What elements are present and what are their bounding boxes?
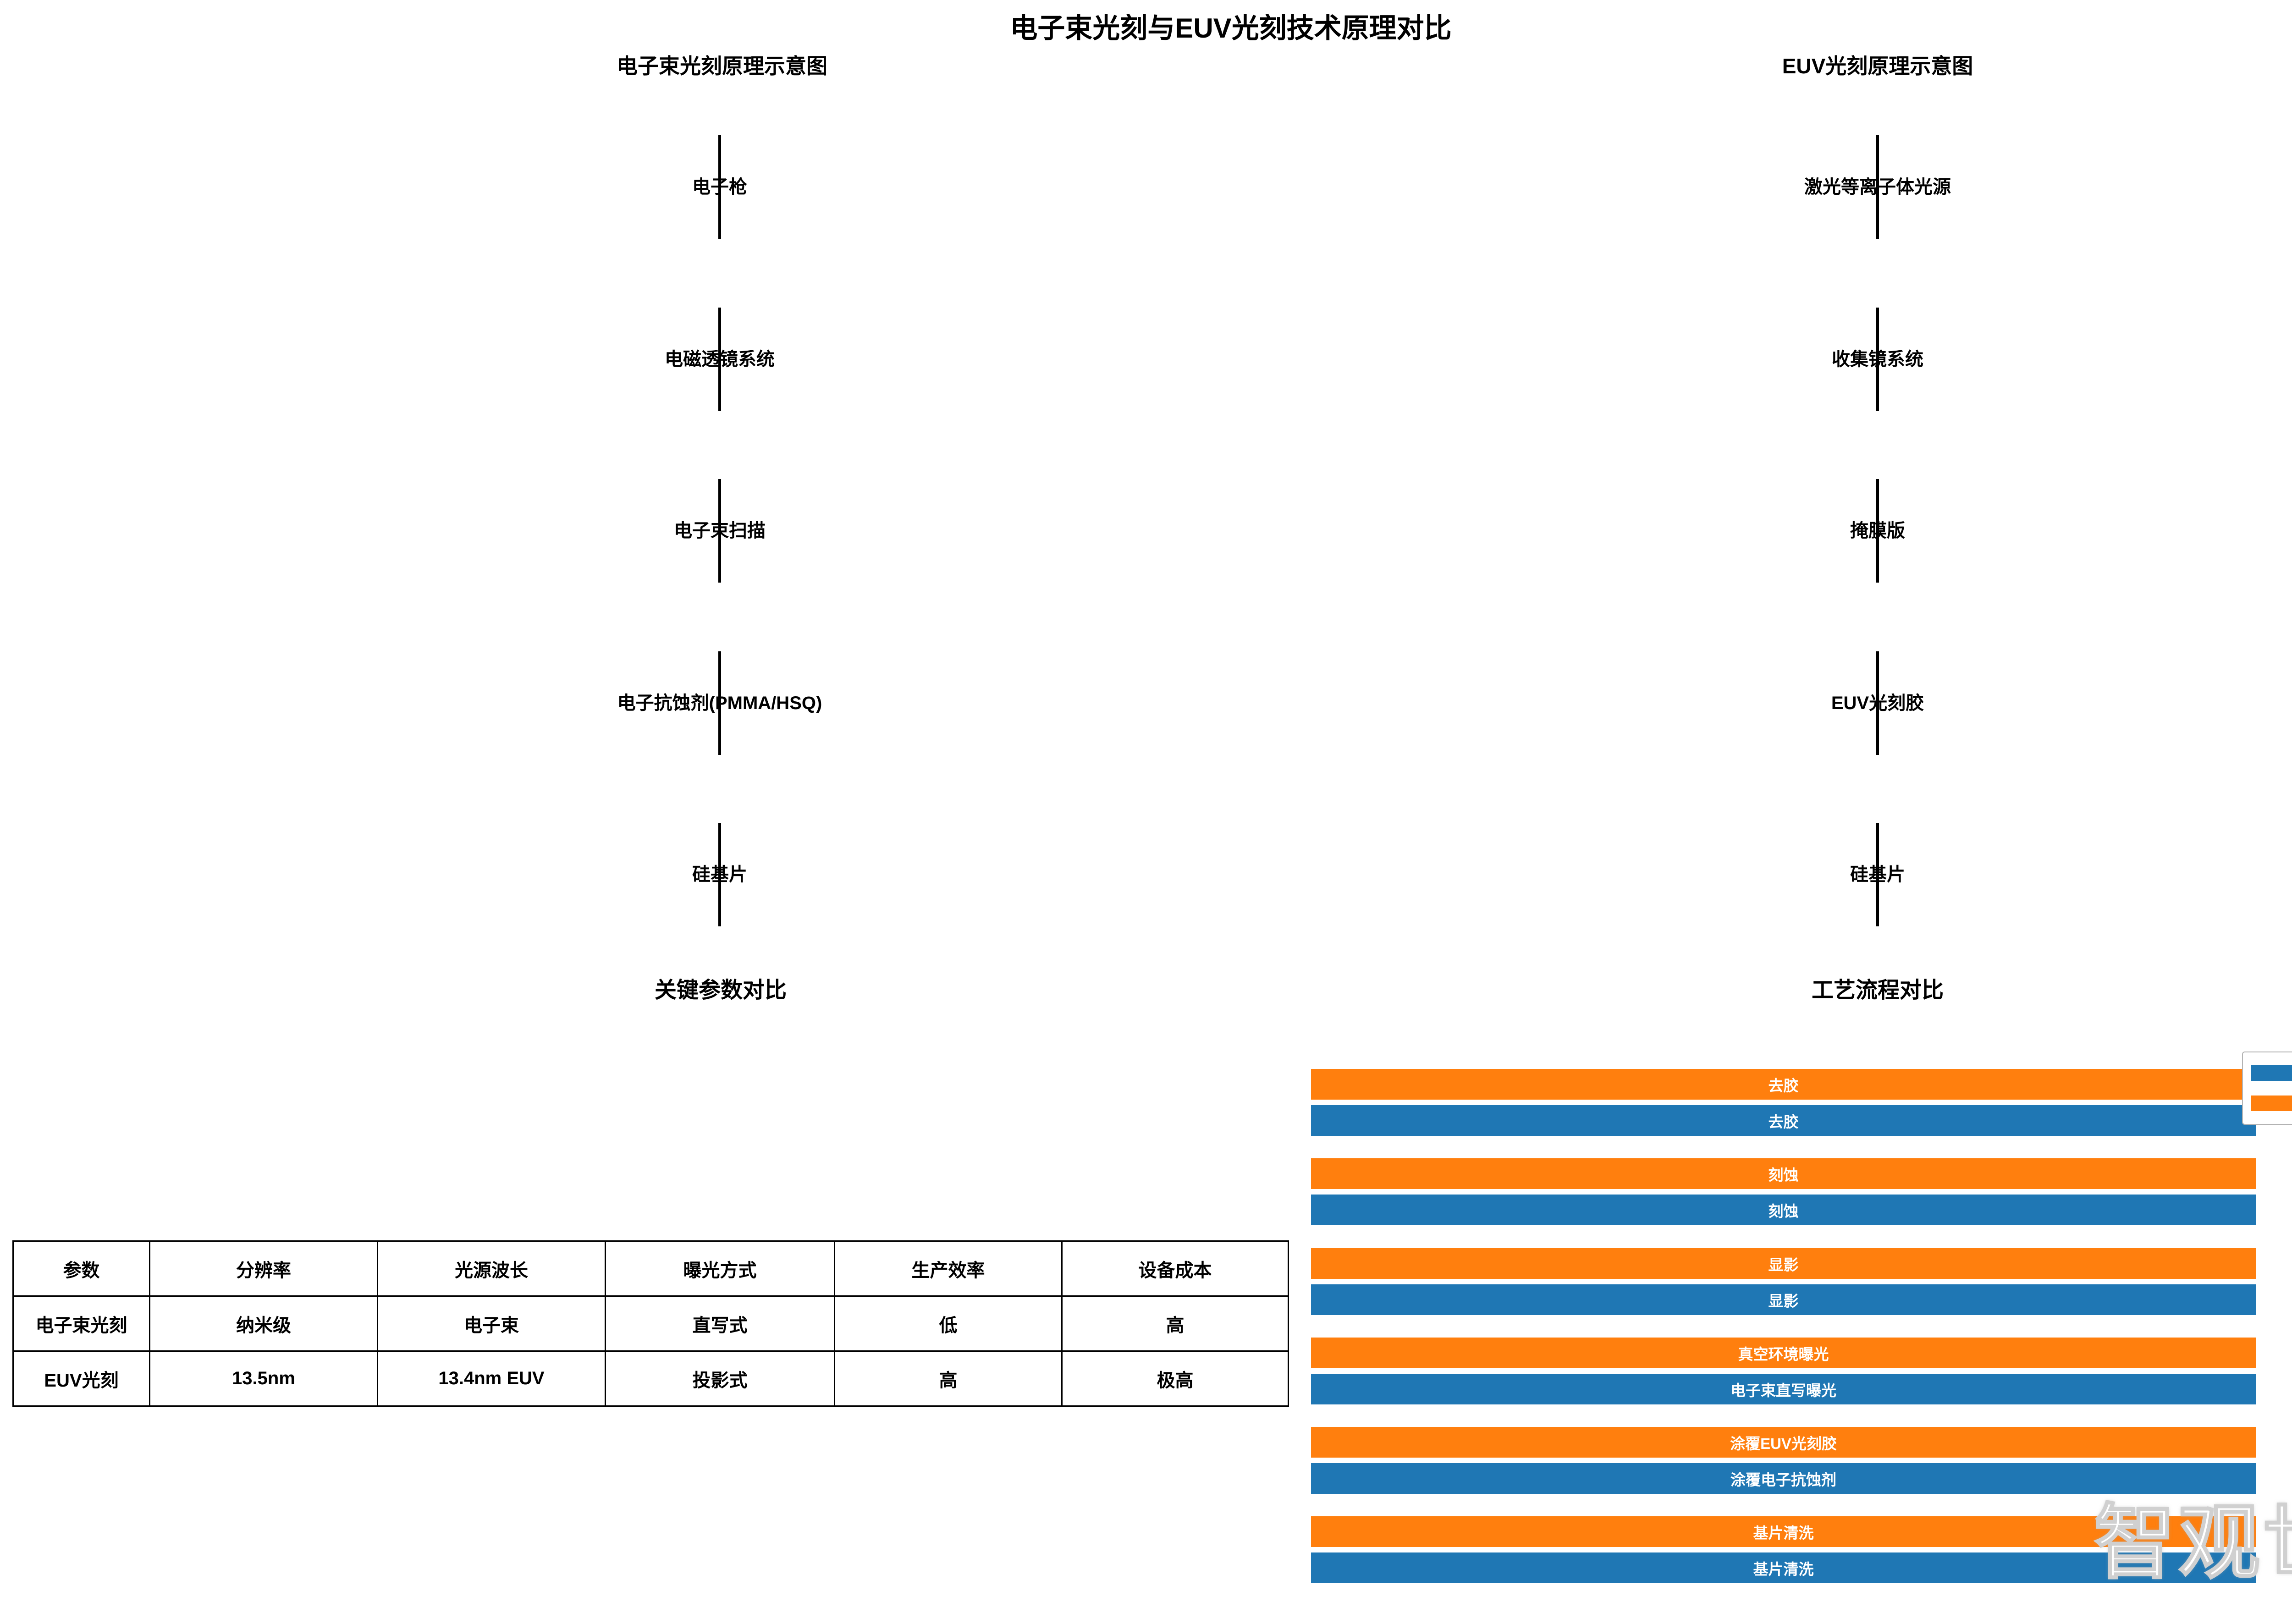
bar-label: 真空环境曝光 xyxy=(1738,1345,1829,1363)
flow-node-collector-mirror: 收集镜系统 xyxy=(1832,349,1923,369)
ebeam-flow-line-1 xyxy=(718,135,721,239)
figure-title: 电子束光刻与EUV光刻技术原理对比 xyxy=(1010,13,1452,44)
euv-flow-line-2 xyxy=(1876,308,1879,411)
flow-node-silicon-wafer-l: 硅基片 xyxy=(692,864,747,885)
process-bar-ebeam: 电子束直写曝光 xyxy=(1311,1374,2256,1404)
table-cell: 13.4nm EUV xyxy=(377,1350,606,1407)
bar-label: 刻蚀 xyxy=(1768,1166,1799,1184)
euv-flow-line-4 xyxy=(1876,651,1879,755)
bar-label: 刻蚀 xyxy=(1768,1202,1799,1220)
params-table-title: 关键参数对比 xyxy=(654,978,787,1002)
table-cell: 投影式 xyxy=(605,1350,835,1407)
table-cell: 电子束 xyxy=(377,1295,606,1352)
legend-entry-euv: EUV光刻 xyxy=(2251,1091,2292,1115)
left-diagram-title: 电子束光刻原理示意图 xyxy=(617,54,827,78)
process-bar-euv: 刻蚀 xyxy=(1311,1158,2256,1189)
table-header-cell: 设备成本 xyxy=(1061,1240,1289,1297)
ebeam-flow-line-2 xyxy=(718,308,721,411)
table-header-cell: 分辨率 xyxy=(149,1240,378,1297)
process-bar-ebeam: 去胶 xyxy=(1311,1105,2256,1136)
bar-label: 去胶 xyxy=(1768,1113,1799,1130)
bar-label: 显影 xyxy=(1768,1256,1799,1273)
table-row-ebeam: 电子束光刻 纳米级 电子束 直写式 低 高 xyxy=(12,1295,1289,1352)
table-header-row: 参数 分辨率 光源波长 曝光方式 生产效率 设备成本 xyxy=(12,1240,1289,1297)
table-cell: 极高 xyxy=(1061,1350,1289,1407)
table-row-euv: EUV光刻 13.5nm 13.4nm EUV 投影式 高 极高 xyxy=(12,1350,1289,1407)
table-header-cell: 光源波长 xyxy=(377,1240,606,1297)
process-bar-euv: 基片清洗 xyxy=(1311,1516,2256,1547)
ebeam-flow-line-3 xyxy=(718,479,721,583)
process-bar-ebeam: 涂覆电子抗蚀剂 xyxy=(1311,1463,2256,1494)
bar-label: 去胶 xyxy=(1768,1077,1799,1094)
table-header-cell: 生产效率 xyxy=(834,1240,1063,1297)
flow-node-lens-system: 电磁透镜系统 xyxy=(665,349,775,369)
process-bar-euv: 真空环境曝光 xyxy=(1311,1338,2256,1368)
process-bar-euv: 涂覆EUV光刻胶 xyxy=(1311,1427,2256,1458)
bar-label: 基片清洗 xyxy=(1753,1524,1814,1541)
flow-node-electron-gun: 电子枪 xyxy=(692,177,747,197)
table-cell: EUV光刻 xyxy=(12,1350,150,1407)
process-bar-euv: 去胶 xyxy=(1311,1069,2256,1100)
bar-label: 涂覆EUV光刻胶 xyxy=(1730,1435,1837,1452)
table-cell: 纳米级 xyxy=(149,1295,378,1352)
euv-flow-line-5 xyxy=(1876,823,1879,926)
table-cell: 13.5nm xyxy=(149,1350,378,1407)
table-header-cell: 参数 xyxy=(12,1240,150,1297)
euv-flow-line-1 xyxy=(1876,135,1879,239)
table-cell: 高 xyxy=(1061,1295,1289,1352)
process-bar-ebeam: 刻蚀 xyxy=(1311,1195,2256,1225)
watermark: 智观世界 xyxy=(2094,1497,2292,1589)
right-diagram-title: EUV光刻原理示意图 xyxy=(1782,54,1973,78)
process-bar-ebeam: 显影 xyxy=(1311,1284,2256,1315)
legend-swatch-ebeam-icon xyxy=(2251,1065,2292,1081)
flow-node-silicon-wafer-r: 硅基片 xyxy=(1850,864,1905,885)
ebeam-flow-line-4 xyxy=(718,651,721,755)
legend-swatch-euv-icon xyxy=(2251,1095,2292,1111)
flow-node-euv-resist: EUV光刻胶 xyxy=(1831,693,1924,713)
process-bar-ebeam: 基片清洗 xyxy=(1311,1552,2256,1583)
process-bar-euv: 显影 xyxy=(1311,1248,2256,1279)
table-cell: 高 xyxy=(834,1350,1063,1407)
table-cell: 直写式 xyxy=(605,1295,835,1352)
table-header-cell: 曝光方式 xyxy=(605,1240,835,1297)
table-cell: 电子束光刻 xyxy=(12,1295,150,1352)
flow-node-e-resist: 电子抗蚀剂(PMMA/HSQ) xyxy=(617,693,822,713)
chart-legend: 电子束光刻 EUV光刻 xyxy=(2242,1051,2292,1125)
flow-node-plasma-source: 激光等离子体光源 xyxy=(1804,177,1951,197)
bar-label: 基片清洗 xyxy=(1753,1560,1814,1578)
bar-label: 显影 xyxy=(1768,1292,1799,1310)
flow-node-mask: 掩膜版 xyxy=(1850,521,1905,541)
bar-label: 涂覆电子抗蚀剂 xyxy=(1730,1471,1836,1488)
params-table: 参数 分辨率 光源波长 曝光方式 生产效率 设备成本 电子束光刻 纳米级 电子束… xyxy=(12,1240,1289,1407)
legend-entry-ebeam: 电子束光刻 xyxy=(2251,1061,2292,1085)
euv-flow-line-3 xyxy=(1876,479,1879,583)
ebeam-flow-line-5 xyxy=(718,823,721,926)
flow-node-beam-scan: 电子束扫描 xyxy=(674,521,766,541)
bar-label: 电子束直写曝光 xyxy=(1730,1382,1836,1399)
process-chart-title: 工艺流程对比 xyxy=(1811,978,1944,1002)
table-cell: 低 xyxy=(834,1295,1063,1352)
